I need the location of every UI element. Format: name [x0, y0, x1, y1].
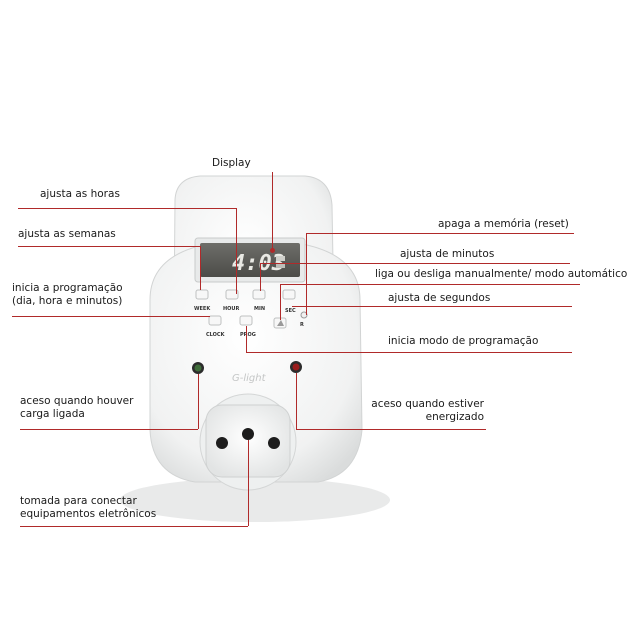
leader-manual-auto-v: [280, 284, 281, 320]
device-shadow: [120, 478, 390, 522]
label-seconds: ajusta de segundos: [388, 292, 491, 304]
hour-button[interactable]: HOUR: [223, 289, 239, 312]
leader-prog-mode-h: [246, 352, 572, 353]
load-led: [192, 362, 204, 374]
label-socket-2: equipamentos eletrônicos: [20, 508, 157, 520]
leader-program-start: [12, 316, 210, 317]
label-socket-1: tomada para conectar: [20, 495, 137, 507]
label-power-led-1: aceso quando estiver: [371, 398, 484, 410]
lcd-indicator: [276, 256, 285, 261]
lcd-indicator-2: [276, 264, 285, 268]
leader-dot-display: [270, 248, 275, 253]
svg-text:SEC: SEC: [285, 308, 296, 314]
svg-text:CLOCK: CLOCK: [206, 332, 226, 338]
min-button[interactable]: MIN: [252, 289, 266, 312]
label-power-led-2: energizado: [425, 411, 484, 423]
socket-hole-left: [216, 437, 228, 449]
socket-hole-right: [268, 437, 280, 449]
leader-minutes-v: [260, 263, 261, 291]
label-load-led-2: carga ligada: [20, 408, 85, 420]
svg-text:R: R: [300, 322, 304, 328]
power-led: [290, 361, 302, 373]
sec-button[interactable]: SEC: [282, 289, 296, 314]
leader-reset-v: [306, 233, 307, 315]
leader-power-led-v: [296, 373, 297, 429]
svg-text:MIN: MIN: [254, 306, 265, 312]
prog-button[interactable]: PROG: [239, 315, 256, 338]
svg-text:PROG: PROG: [240, 332, 256, 338]
leader-minutes-h: [260, 263, 570, 264]
device-body-lower: [149, 239, 363, 483]
label-hours: ajusta as horas: [40, 188, 120, 200]
leader-weeks-v: [200, 246, 201, 290]
leader-load-led-v: [198, 374, 199, 429]
label-manual-auto: liga ou desliga manualmente/ modo automá…: [375, 268, 628, 280]
label-minutes: ajusta de minutos: [400, 248, 495, 260]
leader-hours-h: [18, 208, 236, 209]
svg-text:WEEK: WEEK: [194, 306, 211, 312]
leader-socket-v: [248, 440, 249, 526]
label-program-start-1: inicia a programação: [12, 282, 123, 294]
week-button[interactable]: WEEK: [194, 289, 211, 312]
leader-reset-h: [306, 233, 574, 234]
clock-button[interactable]: CLOCK: [206, 315, 226, 338]
leader-socket-h: [20, 526, 248, 527]
leader-seconds: [292, 306, 572, 307]
leader-weeks-h: [18, 246, 200, 247]
label-weeks: ajusta as semanas: [18, 228, 116, 240]
leader-manual-auto-h: [280, 284, 580, 285]
reset-button[interactable]: R: [300, 311, 308, 328]
leader-display: [272, 172, 273, 250]
label-program-start-2: (dia, hora e minutos): [12, 295, 123, 307]
svg-text:HOUR: HOUR: [223, 306, 239, 312]
leader-prog-mode-v: [246, 326, 247, 352]
leader-load-led-h: [20, 429, 198, 430]
label-display: Display: [212, 157, 251, 169]
manual-switch[interactable]: [273, 317, 287, 329]
label-load-led-1: aceso quando houver: [20, 395, 134, 407]
socket-hole-center: [242, 428, 254, 440]
label-reset: apaga a memória (reset): [438, 218, 569, 230]
lcd-screen: [200, 243, 300, 277]
brand-logo: G-light: [232, 373, 267, 384]
label-prog-mode: inicia modo de programação: [388, 335, 539, 347]
leader-power-led-h: [296, 429, 486, 430]
leader-hours-v: [236, 208, 237, 294]
